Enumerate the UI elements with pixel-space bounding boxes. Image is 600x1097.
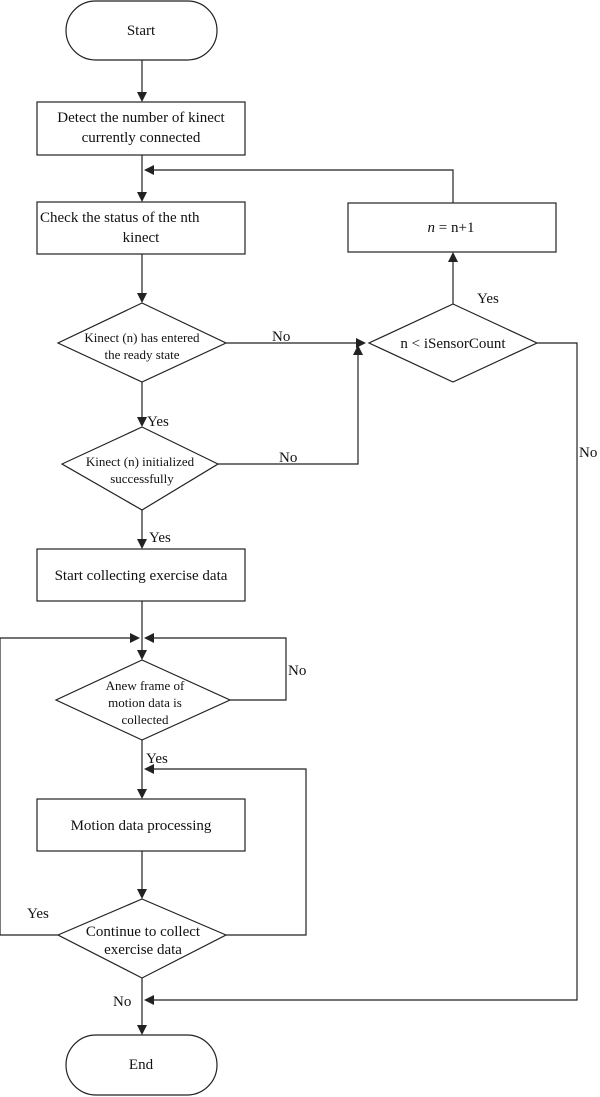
node-init-decision: Kinect (n) initialized successfully: [60, 426, 220, 511]
node-increment-label: n = n+1: [428, 220, 475, 236]
node-init-label-line2: successfully: [110, 471, 174, 486]
arrowhead-down: [137, 650, 147, 660]
node-ready-decision: Kinect (n) has entered the ready state: [56, 302, 228, 383]
edge-continue-loop-process: [152, 768, 307, 936]
edge-label-continue-no: No: [113, 994, 131, 1010]
edge-frame-no: [152, 637, 287, 701]
node-frame-label-line2: motion data is: [108, 695, 182, 710]
arrowhead-left: [144, 165, 154, 175]
arrowheads: [130, 92, 458, 1035]
node-frame-label-line3: collected: [122, 712, 169, 727]
arrowhead-left: [144, 995, 154, 1005]
node-detect-label-line2: currently connected: [82, 130, 201, 146]
node-continue-label-line1: Continue to collect: [86, 924, 201, 940]
edge-increment-loop: [152, 169, 454, 203]
node-start-collecting-label: Start collecting exercise data: [55, 568, 228, 584]
node-start-label: Start: [127, 23, 156, 39]
node-compare-label: n < iSensorCount: [400, 336, 506, 352]
edge-compare-no: [152, 342, 578, 1001]
edge-label-continue-yes: Yes: [27, 906, 49, 922]
edge-label-init-yes: Yes: [149, 530, 171, 546]
node-increment: n = n+1: [347, 202, 557, 253]
arrowhead-down: [137, 192, 147, 202]
edge-label-ready-no: No: [272, 329, 290, 345]
edge-label-frame-yes: Yes: [146, 751, 168, 767]
arrowhead-down: [137, 293, 147, 303]
node-detect-label-line1: Detect the number of kinect: [57, 110, 225, 126]
connectors: [0, 60, 578, 1027]
edge-label-frame-no: No: [288, 663, 306, 679]
arrowhead-down: [137, 92, 147, 102]
node-detect-kinect: Detect the number of kinect currently co…: [36, 101, 246, 156]
edge-label-init-no: No: [279, 450, 297, 466]
arrowhead-down: [137, 417, 147, 427]
arrowhead-down: [137, 789, 147, 799]
node-end-label: End: [129, 1057, 154, 1073]
node-end: End: [65, 1034, 218, 1096]
node-start-collecting: Start collecting exercise data: [36, 548, 246, 602]
node-start: Start: [65, 0, 218, 61]
edge-label-compare-yes: Yes: [477, 291, 499, 307]
edge-label-ready-yes: Yes: [147, 414, 169, 430]
arrowhead-down: [137, 539, 147, 549]
arrowhead-up: [353, 345, 363, 355]
node-continue-decision: Continue to collect exercise data: [56, 898, 228, 979]
arrowhead-up: [448, 252, 458, 262]
node-check-label-line1: Check the status of the nth: [40, 210, 200, 226]
node-ready-label-line2: the ready state: [104, 347, 179, 362]
increment-variable: n: [428, 220, 436, 236]
node-check-status: Check the status of the nth kinect: [36, 201, 246, 255]
node-ready-label-line1: Kinect (n) has entered: [84, 330, 200, 345]
arrowhead-right: [356, 338, 366, 348]
increment-expression: = n+1: [435, 220, 474, 236]
arrowhead-right: [130, 633, 140, 643]
node-motion-processing-label: Motion data processing: [71, 818, 212, 834]
node-motion-processing: Motion data processing: [36, 798, 246, 852]
arrowhead-left: [144, 633, 154, 643]
arrowhead-down: [137, 1025, 147, 1035]
arrowhead-down: [137, 889, 147, 899]
node-continue-label-line2: exercise data: [104, 942, 182, 958]
node-frame-decision: Anew frame of motion data is collected: [54, 659, 232, 741]
node-compare-decision: n < iSensorCount: [367, 303, 539, 383]
edge-labels: No Yes No Yes Yes No No Yes Yes No: [27, 291, 597, 1010]
edge-label-compare-no: No: [579, 445, 597, 461]
edge-init-no: [218, 350, 359, 465]
node-check-label-line2: kinect: [123, 230, 160, 246]
node-frame-label-line1: Anew frame of: [106, 678, 185, 693]
node-init-label-line1: Kinect (n) initialized: [86, 454, 195, 469]
arrowhead-left: [144, 764, 154, 774]
edge-continue-yes: [0, 637, 132, 936]
